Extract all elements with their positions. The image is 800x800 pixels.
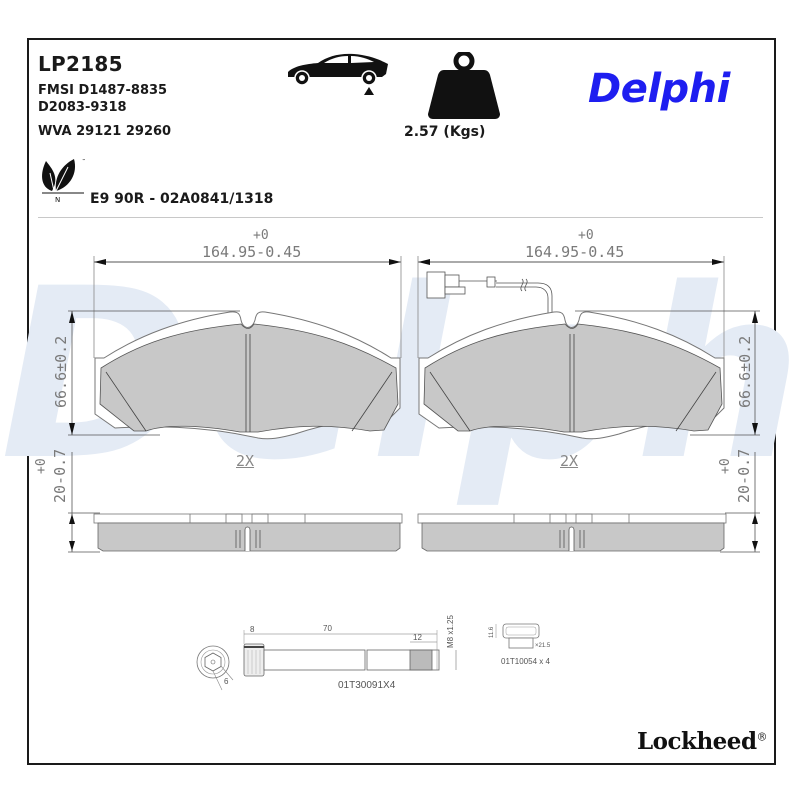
delphi-watermark: Delphi [0,239,800,512]
lockheed-text: Lockheed [637,728,757,755]
eco-letter: N [55,196,60,203]
eco-tm: ™ [82,158,86,163]
weight-value: 2.57 (Kgs) [404,124,486,140]
leaf-eco-icon: ™ N [42,158,86,203]
part-number: LP2185 [38,52,123,76]
fmsi-code-1: FMSI D1487-8835 [38,83,168,98]
approval-number: E9 90R - 02A0841/1318 [90,191,274,207]
weight-icon [428,52,500,119]
fmsi-code-2: D2083-9318 [38,100,127,115]
wva-codes: WVA 29121 29260 [38,124,172,139]
header-divider [38,217,763,218]
registered-mark: ® [756,730,768,744]
lockheed-logo: Lockheed® [637,728,768,755]
car-front-axle-icon [288,53,388,95]
delphi-logo: Delphi [588,66,730,112]
